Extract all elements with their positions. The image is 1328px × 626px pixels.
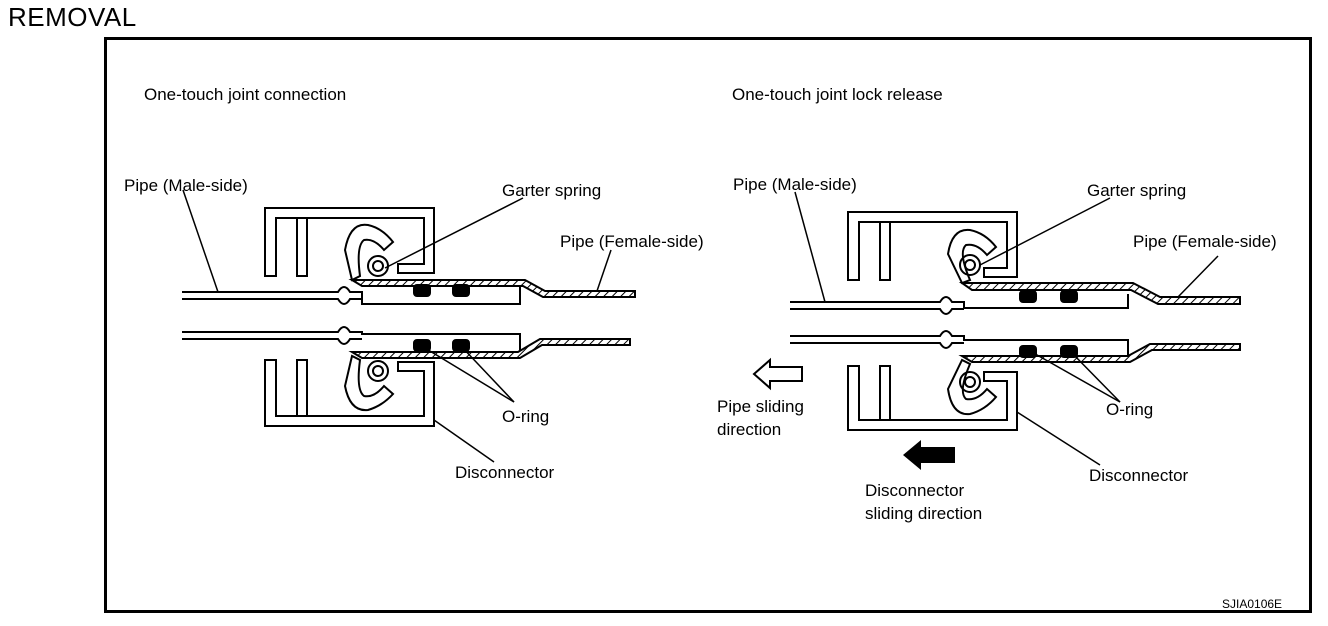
- spring-housing-upper-2: [946, 228, 998, 285]
- disconnector-upper: [264, 207, 435, 277]
- left-label-pipe-male: Pipe (Male-side): [124, 176, 248, 195]
- page-heading: REMOVAL: [8, 2, 137, 32]
- label-disconnector-sliding-2: sliding direction: [865, 504, 983, 523]
- garter-spring-upper: [367, 255, 389, 277]
- disconnector-lower: [264, 359, 435, 427]
- female-pipe-lower: [348, 338, 631, 359]
- right-label-garter-spring: Garter spring: [1087, 181, 1187, 200]
- female-pipe-upper-2: [958, 282, 1241, 305]
- figure-frame: [104, 37, 1312, 613]
- disconnector-lower-2: [847, 365, 1018, 431]
- label-disconnector-sliding-1: Disconnector: [865, 481, 965, 500]
- pipe-sliding-arrow: [752, 357, 803, 391]
- o-ring-lower-3: [1019, 345, 1037, 358]
- garter-spring-lower-2: [959, 371, 981, 393]
- label-pipe-sliding-1: Pipe sliding: [717, 397, 804, 416]
- garter-spring-upper-2: [959, 254, 981, 276]
- spring-housing-lower-2: [946, 358, 998, 416]
- right-panel-title: One-touch joint lock release: [732, 85, 943, 104]
- male-pipe-lower-wall: [182, 326, 521, 350]
- spring-housing-upper: [343, 223, 395, 282]
- male-pipe-lower-wall-2: [790, 330, 1129, 356]
- o-ring-upper-4: [1060, 290, 1078, 303]
- right-label-pipe-male: Pipe (Male-side): [733, 175, 857, 194]
- male-pipe-upper-wall-2: [790, 294, 1129, 309]
- female-pipe-upper: [348, 279, 636, 298]
- o-ring-upper-1: [413, 284, 431, 297]
- figure-code: SJIA0106E: [1222, 597, 1283, 611]
- disconnector-upper-2: [847, 211, 1018, 281]
- label-pipe-sliding-2: direction: [717, 420, 782, 439]
- right-diagram: [752, 191, 1241, 466]
- left-label-garter-spring: Garter spring: [502, 181, 602, 200]
- left-diagram: [182, 189, 636, 463]
- disconnector-sliding-arrow: [903, 440, 955, 470]
- garter-spring-lower: [367, 360, 389, 382]
- right-label-disconnector: Disconnector: [1089, 466, 1189, 485]
- spring-housing-lower: [343, 354, 395, 412]
- left-label-pipe-female: Pipe (Female-side): [560, 232, 704, 251]
- o-ring-upper-3: [1019, 290, 1037, 303]
- left-label-disconnector: Disconnector: [455, 463, 555, 482]
- o-ring-upper-2: [452, 284, 470, 297]
- right-label-pipe-female: Pipe (Female-side): [1133, 232, 1277, 251]
- female-pipe-lower-2: [958, 343, 1241, 363]
- left-panel-title: One-touch joint connection: [144, 85, 347, 104]
- right-label-o-ring: O-ring: [1106, 400, 1154, 419]
- left-label-o-ring: O-ring: [502, 407, 550, 426]
